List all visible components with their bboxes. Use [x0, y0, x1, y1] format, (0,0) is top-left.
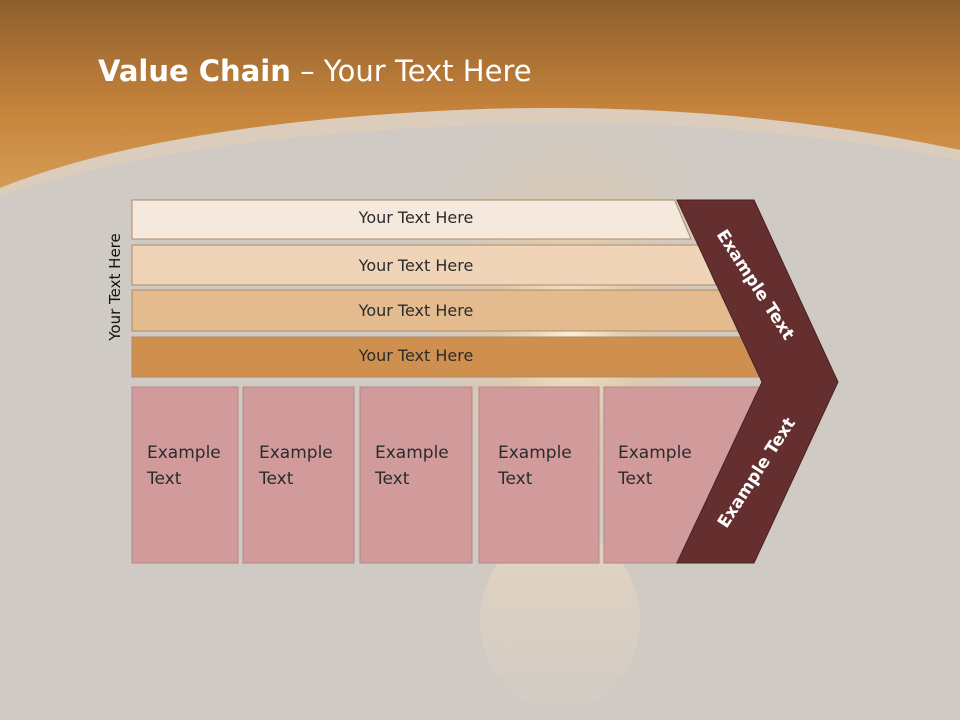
band-label-1: Your Text Here	[358, 208, 474, 227]
band-1	[131, 199, 692, 240]
activity-box-2	[242, 386, 355, 564]
margin-chevron	[676, 199, 839, 564]
activity-box-3	[359, 386, 473, 564]
band-2	[131, 244, 717, 286]
band-label-2: Your Text Here	[358, 256, 474, 275]
reflection-fade	[0, 565, 960, 720]
band-label-3: Your Text Here	[358, 301, 474, 320]
band-label-4: Your Text Here	[358, 346, 474, 365]
activity-box-4	[478, 386, 600, 564]
activity-box-1	[131, 386, 239, 564]
title-bold: Value Chain	[98, 54, 291, 88]
slide-title: Value Chain – Your Text Here	[98, 54, 532, 88]
activity-box-5	[603, 386, 763, 564]
title-rest: – Your Text Here	[290, 54, 532, 88]
